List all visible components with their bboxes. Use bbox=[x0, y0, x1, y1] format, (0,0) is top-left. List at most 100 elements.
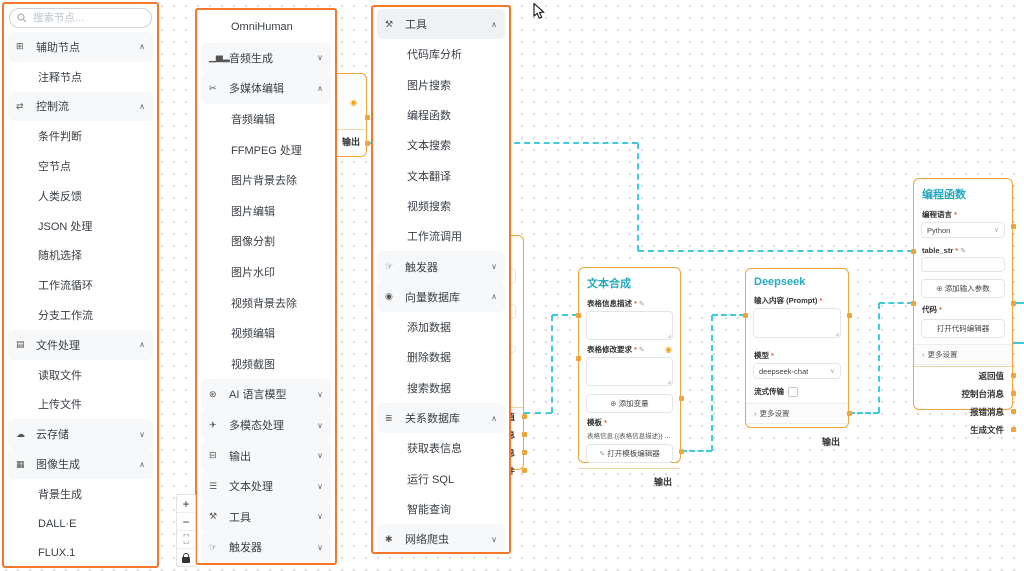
field1-textarea[interactable] bbox=[586, 311, 673, 340]
sidebar-item[interactable]: 代码库分析 bbox=[407, 49, 462, 62]
sidebar-item[interactable]: ⚒ 工具 ∨ bbox=[201, 501, 331, 533]
sidebar-item[interactable]: 背景生成 bbox=[38, 488, 82, 501]
sidebar-item[interactable]: 读取文件 bbox=[38, 369, 82, 382]
more-settings[interactable]: ›更多设置 bbox=[746, 403, 848, 424]
sidebar-item[interactable]: 视频搜索 bbox=[407, 200, 451, 213]
sidebar-item[interactable]: 搜索数据 bbox=[407, 382, 451, 395]
add-param-button[interactable]: ⊕ 添加输入参数 bbox=[921, 279, 1005, 298]
sidebar-item[interactable]: 删除数据 bbox=[407, 352, 451, 365]
connection-handle[interactable] bbox=[364, 141, 370, 146]
sidebar-item[interactable]: 条件判断 bbox=[38, 131, 82, 144]
sidebar-item[interactable]: 空节点 bbox=[38, 161, 71, 174]
connection-handle[interactable] bbox=[1010, 301, 1016, 306]
connection-handle[interactable] bbox=[910, 301, 916, 306]
eye-icon[interactable]: ◉ bbox=[665, 345, 672, 354]
connection-handle[interactable] bbox=[1010, 373, 1016, 378]
sidebar-item[interactable]: 智能查询 bbox=[407, 503, 451, 516]
connection-handle[interactable] bbox=[364, 115, 370, 120]
connection-handle[interactable] bbox=[1010, 391, 1016, 396]
sidebar-item[interactable]: ⊞ 辅助节点 ∧ bbox=[8, 32, 153, 62]
prompt-textarea[interactable] bbox=[753, 308, 841, 338]
eye-icon[interactable]: ◉ bbox=[350, 98, 357, 107]
connection-handle[interactable] bbox=[521, 450, 527, 455]
sidebar-item[interactable]: 注释节点 bbox=[38, 71, 82, 84]
sidebar-item[interactable]: ☞ 触发器 ∨ bbox=[201, 532, 331, 563]
sidebar-item[interactable]: ⚒ 工具 ∧ bbox=[377, 9, 505, 40]
sidebar-item[interactable]: JSON 处理 bbox=[38, 220, 93, 233]
node-deepseek[interactable]: Deepseek 输入内容 (Prompt)* 模型* deepseek-cha… bbox=[742, 268, 852, 447]
sidebar-item[interactable]: 文本搜索 bbox=[407, 140, 451, 153]
sidebar-item[interactable]: 文本翻译 bbox=[407, 170, 451, 183]
sidebar-item[interactable]: 编程函数 bbox=[407, 110, 451, 123]
sidebar-item[interactable]: 分支工作流 bbox=[38, 310, 93, 323]
sidebar-item[interactable]: ✈ 多模态处理 ∨ bbox=[201, 409, 331, 441]
sidebar-item[interactable]: 人类反馈 bbox=[38, 190, 82, 203]
connection-handle[interactable] bbox=[521, 468, 527, 473]
connection-handle[interactable] bbox=[1010, 409, 1016, 414]
sidebar-item[interactable]: 运行 SQL bbox=[407, 473, 455, 486]
sidebar-item[interactable]: ≣ 关系数据库 ∧ bbox=[377, 402, 505, 434]
language-select[interactable]: Python∨ bbox=[921, 222, 1005, 238]
connection-handle[interactable] bbox=[1010, 224, 1016, 229]
field2-textarea[interactable] bbox=[586, 357, 673, 386]
sidebar-item[interactable]: 图片背景去除 bbox=[231, 175, 297, 188]
sidebar-item[interactable]: ▁▅▂ 音频生成 ∨ bbox=[201, 42, 331, 74]
search-input[interactable] bbox=[31, 11, 144, 25]
sidebar-item[interactable]: FLUX.1 bbox=[38, 547, 76, 560]
sidebar-item[interactable]: 音频编辑 bbox=[231, 114, 275, 127]
sidebar-item[interactable]: ⊟ 输出 ∨ bbox=[201, 440, 331, 471]
search-icon bbox=[17, 13, 27, 23]
sidebar-item[interactable]: 工作流调用 bbox=[407, 231, 462, 244]
connection-handle[interactable] bbox=[575, 313, 581, 318]
sidebar-item[interactable]: ✱ 网络爬虫 ∨ bbox=[377, 524, 505, 552]
sidebar-item[interactable]: 视频背景去除 bbox=[231, 297, 297, 310]
connection-handle[interactable] bbox=[1010, 427, 1016, 432]
connection-handle[interactable] bbox=[521, 432, 527, 437]
sidebar-item[interactable]: 随机选择 bbox=[38, 250, 82, 263]
sidebar-item[interactable]: FFMPEG 处理 bbox=[231, 144, 302, 157]
sidebar-item[interactable]: ☁ 云存储 ∨ bbox=[8, 419, 153, 450]
sidebar-item[interactable]: 工作流循环 bbox=[38, 280, 93, 293]
sidebar-item[interactable]: ▤ 文件处理 ∧ bbox=[8, 329, 153, 360]
sidebar-item[interactable]: 视频编辑 bbox=[231, 328, 275, 341]
sidebar-item[interactable]: 上传文件 bbox=[38, 399, 82, 412]
model-select[interactable]: deepseek-chat∨ bbox=[753, 363, 841, 379]
connection-handle[interactable] bbox=[521, 414, 527, 419]
add-variable-button[interactable]: ⊕ 添加变量 bbox=[586, 394, 673, 413]
sidebar-item[interactable]: 视频截图 bbox=[231, 358, 275, 371]
sidebar-item[interactable]: ▦ 图像生成 ∧ bbox=[8, 449, 153, 479]
node-text-compose[interactable]: 文本合成 表格信息描述*✎ 表格修改要求*✎ ◉ ⊕ 添加变量 模板* 表格信息… bbox=[575, 267, 684, 487]
stream-checkbox[interactable] bbox=[788, 386, 798, 397]
sidebar-item[interactable]: ⊛ AI 语言模型 ∨ bbox=[201, 379, 331, 410]
connection-handle[interactable] bbox=[678, 449, 684, 454]
sidebar-item[interactable]: OmniHuman bbox=[231, 21, 293, 34]
connection-handle[interactable] bbox=[846, 313, 852, 318]
fit-view-button[interactable]: ⌜⌝⌞⌟ bbox=[177, 531, 195, 549]
param-input[interactable] bbox=[921, 257, 1005, 272]
open-template-editor-button[interactable]: ✎ 打开模板编辑器 bbox=[586, 444, 673, 463]
sidebar-item[interactable]: 图片水印 bbox=[231, 267, 275, 280]
sidebar-item[interactable]: ☰ 文本处理 ∨ bbox=[201, 470, 331, 502]
more-settings[interactable]: ›更多设置 bbox=[914, 344, 1012, 365]
sidebar-item[interactable]: 图像分割 bbox=[231, 236, 275, 249]
sidebar-item[interactable]: DALL·E bbox=[38, 517, 77, 530]
sidebar-item[interactable]: 图片搜索 bbox=[407, 79, 451, 92]
open-code-editor-button[interactable]: 打开代码编辑器 bbox=[921, 319, 1005, 338]
connection-handle[interactable] bbox=[846, 411, 852, 416]
sidebar-item[interactable]: ◉ 向量数据库 ∧ bbox=[377, 281, 505, 312]
node-code-function[interactable]: 编程函数 编程语言* Python∨ table_str*✎ ⊕ 添加输入参数 … bbox=[910, 178, 1016, 435]
sidebar-item[interactable]: 添加数据 bbox=[407, 322, 451, 335]
sidebar-item[interactable]: ⇄ 控制流 ∧ bbox=[8, 91, 153, 122]
sidebar-item[interactable]: 获取表信息 bbox=[407, 443, 462, 456]
zoom-in-button[interactable]: + bbox=[177, 495, 195, 513]
search-box[interactable] bbox=[9, 8, 152, 28]
connection-handle[interactable] bbox=[678, 396, 684, 401]
connection-handle[interactable] bbox=[910, 249, 916, 254]
zoom-out-button[interactable]: − bbox=[177, 513, 195, 531]
lock-button[interactable] bbox=[177, 549, 195, 566]
sidebar-item[interactable]: ☞ 触发器 ∨ bbox=[377, 251, 505, 282]
sidebar-item[interactable]: 图片编辑 bbox=[231, 205, 275, 218]
connection-handle[interactable] bbox=[742, 313, 748, 318]
sidebar-item[interactable]: ✂ 多媒体编辑 ∧ bbox=[201, 73, 331, 104]
connection-handle[interactable] bbox=[575, 356, 581, 361]
